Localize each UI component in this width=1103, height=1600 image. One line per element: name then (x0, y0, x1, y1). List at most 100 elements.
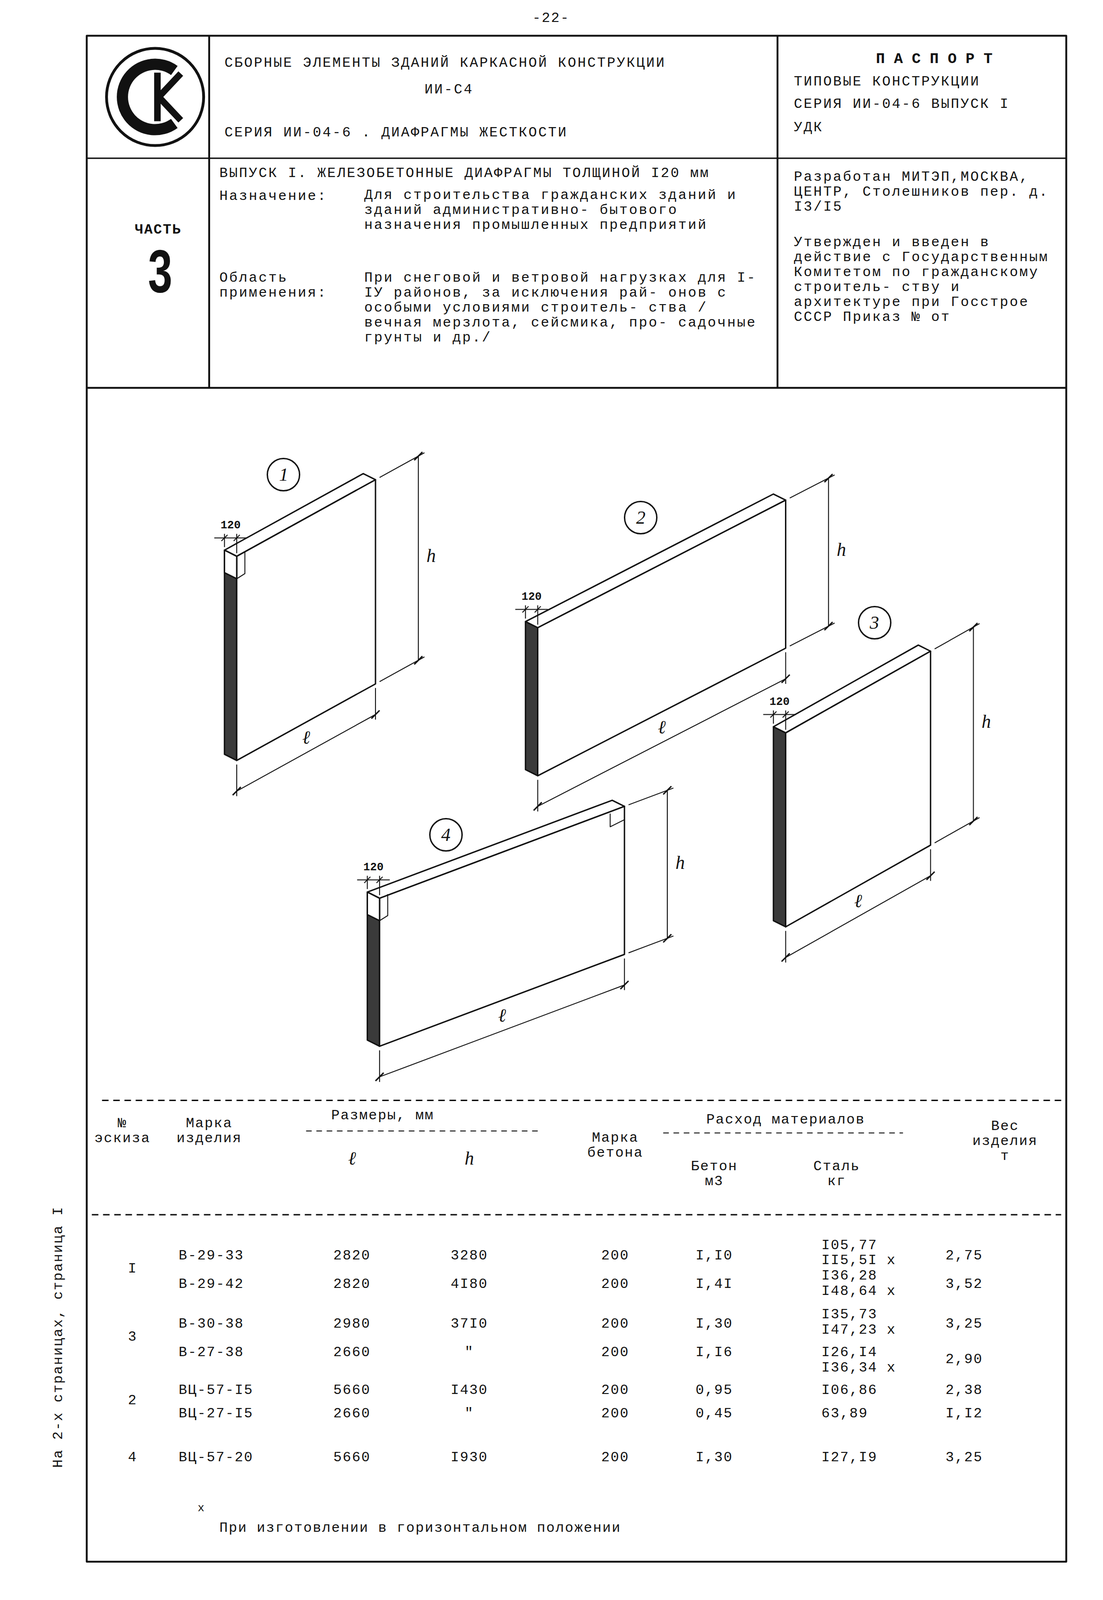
label-holder: 3,25 (945, 1449, 983, 1465)
dimension-tick (371, 710, 380, 719)
table-cell: 2980 (333, 1315, 371, 1331)
table-header: Марка изделия (169, 1115, 249, 1146)
table-cell: 2,38 (945, 1382, 983, 1398)
table-cell: 3,52 (945, 1276, 983, 1292)
text-holder: УДК (793, 120, 824, 135)
table-cell: 5660 (333, 1449, 371, 1465)
label-holder: 2820 (333, 1247, 371, 1263)
label-holder: h (675, 852, 685, 873)
callout-number: 3 (857, 605, 892, 640)
cell-text: СЕРИЯ ИИ-04-6 ВЫПУСК I (793, 96, 1010, 112)
panel-groove (224, 550, 237, 579)
table-cell: 5660 (333, 1382, 371, 1398)
label-holder: I,4I (695, 1276, 733, 1292)
label-holder: " (464, 1344, 474, 1360)
table-cell: I,I2 (945, 1405, 983, 1421)
label-holder: Марка изделия (169, 1115, 249, 1146)
dimension-line (666, 790, 668, 939)
header-rule (776, 35, 779, 388)
dimension-line (357, 878, 390, 880)
table-cell: 3280 (450, 1247, 488, 1263)
label-holder: 4I80 (450, 1276, 488, 1292)
label-holder: 3,25 (945, 1315, 983, 1331)
label-holder: h (464, 1148, 474, 1168)
label-holder: " (464, 1405, 474, 1421)
dimension-line (827, 477, 829, 626)
extension-line (367, 875, 368, 889)
panel-face (236, 479, 376, 761)
panel-groove (236, 551, 245, 579)
label-holder: I430 (450, 1382, 488, 1398)
dimension-tick (781, 953, 790, 962)
footnote-mark: x (197, 1501, 205, 1514)
label-holder: В-29-42 (178, 1276, 244, 1292)
table-cell: I,I6 (695, 1344, 733, 1360)
part-cell: ЧАСТЬ3 (86, 158, 210, 389)
table-cell: I,30 (695, 1449, 733, 1465)
label-holder: I27,I9 (821, 1449, 878, 1465)
header-rule (208, 35, 211, 388)
dimension-line (515, 608, 548, 610)
extension-line (784, 710, 786, 730)
description-cell: ВЫПУСК I. ЖЕЛЕЗОБЕТОННЫЕ ДИАФРАГМЫ ТОЛЩИ… (209, 158, 778, 389)
table-cell: 0,45 (695, 1405, 733, 1421)
label-holder: 2,38 (945, 1382, 983, 1398)
table-cell: В-29-42 (178, 1276, 244, 1292)
dimension-line (537, 678, 786, 807)
cell-text: СЕРИЯ ИИ-04-6 . ДИАФРАГМЫ ЖЕСТКОСТИ (224, 125, 568, 141)
text-holder: Утвержден и введен в действие с Государс… (793, 234, 1054, 325)
label-holder: 0,95 (695, 1382, 733, 1398)
dimension-line (379, 984, 625, 1077)
label-holder: ℓ (657, 717, 666, 737)
table-cell: " (464, 1344, 474, 1360)
cell-text: Утвержден и введен в действие с Государс… (793, 234, 1054, 325)
dimension-line (236, 714, 376, 792)
label-holder: II5,5I x (821, 1252, 897, 1268)
table-cell: I430 (450, 1382, 488, 1398)
text-holder: СЕРИЯ ИИ-04-6 ВЫПУСК I (793, 96, 1010, 112)
text-holder: СЕРИЯ ИИ-04-6 . ДИАФРАГМЫ ЖЕСТКОСТИ (224, 125, 568, 141)
table-cell: 3,25 (945, 1315, 983, 1331)
label-holder: В-27-38 (178, 1344, 244, 1360)
table-header: Вес изделия т (969, 1118, 1040, 1164)
dimension-line (763, 714, 796, 715)
table-cell: I48,64 x (821, 1283, 897, 1299)
extension-line (537, 605, 538, 625)
extension-line (524, 605, 526, 619)
table-cell: 200 (601, 1315, 630, 1331)
label-holder: I,30 (695, 1449, 733, 1465)
cell-text: УДК (793, 120, 824, 135)
callout-text: 4 (441, 824, 451, 845)
extension-line (224, 533, 226, 547)
label-holder: 120 (769, 695, 790, 708)
table-header: Бетон м3 (684, 1158, 745, 1189)
label-holder: I26,I4 (821, 1344, 878, 1360)
label-holder: На 2-х страницах, страница I (50, 1205, 66, 1468)
cell-text: Для строительства гражданских зданий и з… (364, 187, 762, 233)
label-holder: I36,28 (821, 1267, 878, 1283)
label-holder: ВЦ-27-I5 (178, 1405, 254, 1421)
table-cell: I05,77 (821, 1237, 878, 1253)
label-holder: 2980 (333, 1315, 371, 1331)
dimension-tick (824, 622, 833, 630)
dimension-tick (376, 876, 383, 883)
extension-line (236, 533, 238, 554)
title-cell: СБОРНЫЕ ЭЛЕМЕНТЫ ЗДАНИЙ КАРКАСНОЙ КОНСТР… (209, 35, 778, 158)
callout-text: 2 (636, 507, 646, 528)
dimension-tick (414, 452, 423, 460)
table-rule (663, 1131, 903, 1133)
panel-face (379, 806, 625, 1046)
label-holder: Марка бетона (582, 1130, 649, 1160)
table-header: Размеры, мм (331, 1107, 434, 1123)
label-holder: 200 (601, 1247, 630, 1263)
table-cell: ВЦ-27-I5 (178, 1405, 254, 1421)
label-holder: -22- (532, 10, 570, 26)
passport-cell: ПАСПОРТТИПОВЫЕ КОНСТРУКЦИИСЕРИЯ ИИ-04-6 … (777, 35, 1067, 158)
footnote: При изготовлении в горизонтальном положе… (219, 1520, 622, 1535)
logo-letter (157, 72, 181, 122)
label-holder: 200 (601, 1405, 630, 1421)
callout-text: 1 (278, 464, 289, 485)
dimension-label: 120 (220, 519, 241, 532)
table-cell: 2 (127, 1392, 138, 1408)
